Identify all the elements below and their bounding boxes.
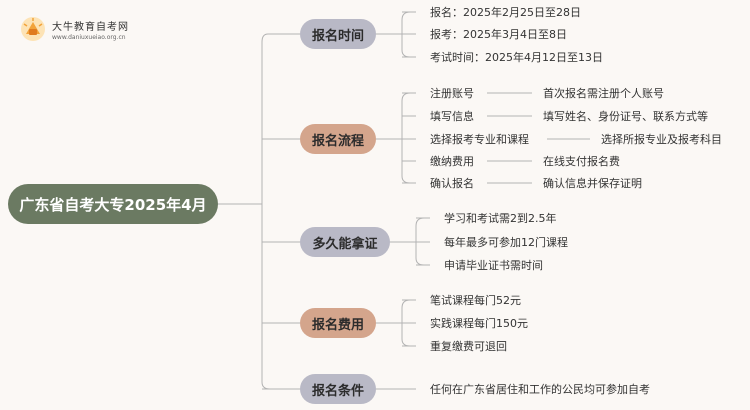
site-logo[interactable]: 大牛教育自考网 www.daniuxueiao.org.cn [20,16,129,42]
category-registration-conditions: 报名条件 [300,374,376,404]
duration-item: 申请毕业证书需时间 [444,259,543,272]
process-step-desc: 首次报名需注册个人账号 [543,87,664,100]
process-step: 注册账号 [430,87,474,100]
category-registration-time: 报名时间 [300,19,376,49]
process-step: 缴纳费用 [430,155,474,168]
process-step-desc: 在线支付报名费 [543,155,620,168]
duration-item: 学习和考试需2到2.5年 [444,212,557,225]
duration-item: 每年最多可参加12门课程 [444,236,568,249]
category-certificate-duration: 多久能拿证 [300,227,390,257]
process-step-desc: 选择所报专业及报考科目 [601,133,722,146]
process-step-desc: 确认信息并保存证明 [543,177,642,190]
process-step: 选择报考专业和课程 [430,133,529,146]
category-registration-fees: 报名费用 [300,308,376,338]
process-step: 填写信息 [430,110,474,123]
time-item: 报考：2025年3月4日至8日 [430,28,567,41]
condition-item: 任何在广东省居住和工作的公民均可参加自考 [430,383,650,396]
process-step-desc: 填写姓名、身份证号、联系方式等 [543,110,708,123]
root-node: 广东省自考大专2025年4月 [8,184,218,224]
logo-title: 大牛教育自考网 [52,21,129,33]
category-registration-process: 报名流程 [300,124,376,154]
time-item: 报名：2025年2月25日至28日 [430,6,581,19]
logo-url: www.daniuxueiao.org.cn [52,33,126,41]
fee-item: 重复缴费可退回 [430,340,507,353]
fee-item: 笔试课程每门52元 [430,294,521,307]
fee-item: 实践课程每门150元 [430,317,528,330]
book-logo-icon [20,16,46,42]
time-item: 考试时间：2025年4月12日至13日 [430,51,603,64]
process-step: 确认报名 [430,177,474,190]
